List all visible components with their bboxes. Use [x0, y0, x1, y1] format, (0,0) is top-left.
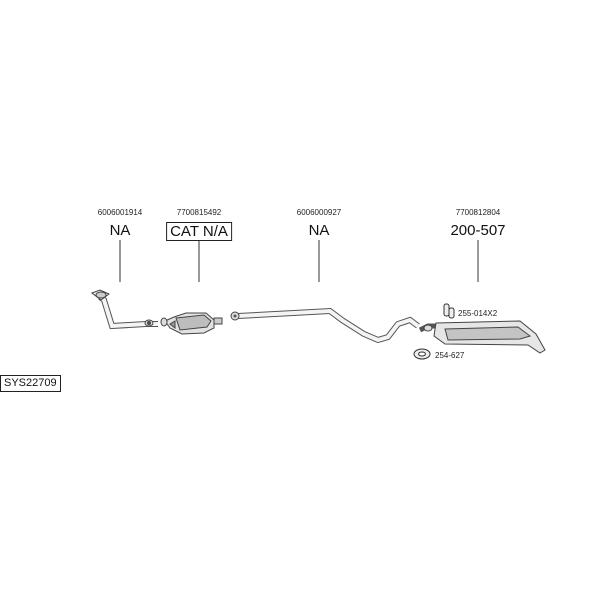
accessory-label-clamp[interactable]: 255-014X2: [458, 309, 498, 318]
front-pipe[interactable]: [90, 289, 158, 330]
oem-number-front-pipe: 6006001914: [97, 208, 143, 217]
part-number-front-pipe[interactable]: NA: [109, 222, 131, 239]
gasket-ring-icon: [413, 348, 431, 360]
middle-pipe[interactable]: [230, 307, 420, 344]
oem-number-rear-silencer: 7700812804: [455, 208, 501, 217]
part-number-catalyst[interactable]: CAT N/A: [166, 222, 232, 241]
system-code: SYS22709: [0, 375, 61, 392]
catalytic-converter[interactable]: [160, 312, 223, 335]
part-number-middle-pipe[interactable]: NA: [308, 222, 330, 239]
oem-number-middle-pipe: 6006000927: [296, 208, 342, 217]
part-number-rear-silencer[interactable]: 200-507: [450, 222, 506, 239]
clamp-icon: [443, 303, 455, 319]
leader-lines: [119, 240, 479, 282]
rear-silencer[interactable]: [418, 320, 546, 354]
oem-number-catalyst: 7700815492: [176, 208, 222, 217]
accessory-label-gasket[interactable]: 254-627: [435, 351, 465, 360]
